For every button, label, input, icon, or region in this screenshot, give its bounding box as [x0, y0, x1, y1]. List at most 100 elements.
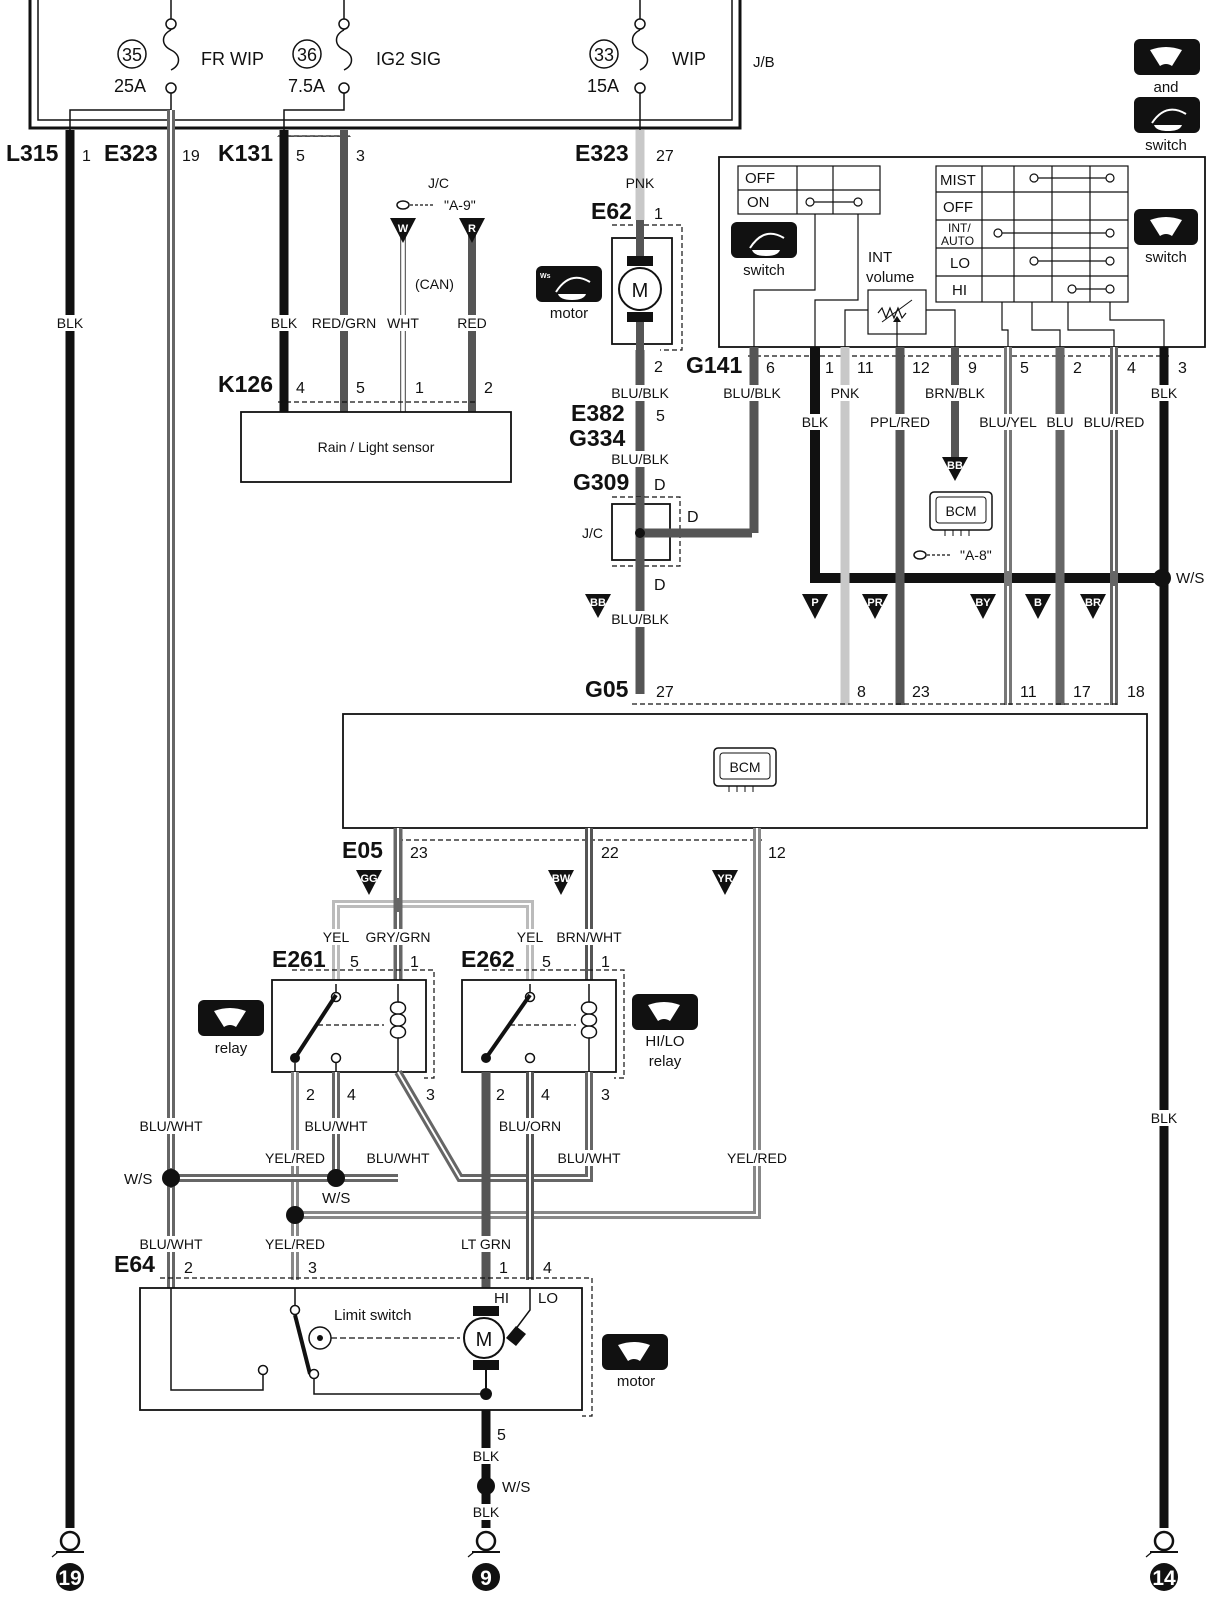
pin-jc-d-bottom: D — [654, 577, 666, 594]
can-label: (CAN) — [415, 276, 454, 292]
splice-label-mid: W/S — [322, 1190, 350, 1207]
motor-lo-label: LO — [538, 1290, 558, 1307]
pin-e05-22: 22 — [601, 845, 619, 862]
pin-e262-5: 5 — [542, 954, 551, 971]
jc-label: J/C — [582, 525, 603, 541]
fuse-35-name: FR WIP — [201, 49, 264, 69]
badge-bb-1: BB — [590, 597, 606, 609]
pin-g141-1: 1 — [825, 360, 834, 377]
bcm-ref-code: "A-8" — [960, 547, 992, 563]
ground-14: 14 — [1145, 1530, 1178, 1591]
connector-e323-19: E323 — [104, 140, 158, 166]
ground-19-label: 19 — [58, 1567, 81, 1590]
connector-e323-27: E323 — [575, 140, 629, 166]
wire-label-brn-blk: BRN/BLK — [925, 385, 986, 401]
washer-motor: M — [611, 220, 683, 360]
wire-label-pnk-g141: PNK — [831, 385, 860, 401]
junction-block: J/B — [28, 0, 775, 130]
pin-g141-3: 3 — [1178, 360, 1187, 377]
badge-bw: BW — [552, 873, 571, 885]
joint-connector: J/C D D — [582, 496, 752, 594]
connector-l315: L315 — [6, 140, 59, 166]
fuse-33-number: 33 — [594, 45, 614, 65]
connector-g334: G334 — [569, 425, 625, 451]
jc-can-reference: J/C "A-9" W R (CAN) — [390, 175, 485, 292]
pin-e05-12: 12 — [768, 845, 786, 862]
junction-block-label: J/B — [753, 54, 775, 71]
wire-label-blk-motor-2: BLK — [473, 1504, 500, 1520]
pin-g141-9: 9 — [968, 360, 977, 377]
pin-g05-18: 18 — [1127, 684, 1145, 701]
pin-l315-1: 1 — [82, 148, 91, 165]
fuse-36: 36 7.5A IG2 SIG — [288, 0, 441, 96]
pin-e62-2: 2 — [654, 359, 663, 376]
wire-label-blu: BLU — [1046, 414, 1073, 430]
pin-e261-1: 1 — [410, 954, 419, 971]
wiper-row-int: INT/ — [948, 221, 971, 235]
wire-label-pnk: PNK — [626, 175, 655, 191]
badge-b: B — [1034, 597, 1042, 609]
wire-label-blu-orn: BLU/ORN — [499, 1118, 561, 1134]
fuse-36-rating: 7.5A — [288, 76, 325, 96]
connector-g309: G309 — [573, 469, 629, 495]
int-volume-label-2: volume — [866, 269, 914, 286]
badge-r: R — [468, 223, 476, 235]
rain-light-sensor: K126 4 5 1 2 Rain / Light sensor — [218, 371, 512, 483]
pin-e64-1: 1 — [499, 1260, 508, 1277]
wire-label-blu-wht-3: BLU/WHT — [367, 1150, 430, 1166]
pin-e62-1: 1 — [654, 206, 663, 223]
pin-k131-3: 3 — [356, 148, 365, 165]
wire-label-yel-red-2: YEL/RED — [727, 1150, 787, 1166]
pin-g141-12: 12 — [912, 360, 930, 377]
pin-k131-5: 5 — [296, 148, 305, 165]
wiper-row-auto: AUTO — [941, 234, 974, 248]
pin-g309-d: D — [654, 477, 666, 494]
wire-label-brn-wht: BRN/WHT — [556, 929, 622, 945]
wire-label-yel-2: YEL — [517, 929, 544, 945]
fuse-36-number: 36 — [297, 45, 317, 65]
badge-yr: YR — [717, 873, 732, 885]
fuse-36-name: IG2 SIG — [376, 49, 441, 69]
rain-sensor-label: Rain / Light sensor — [318, 439, 435, 455]
badge-p: P — [811, 597, 818, 609]
washer-row-off: OFF — [745, 170, 775, 187]
connector-g141: G141 — [686, 352, 742, 378]
pin-g141-2: 2 — [1073, 360, 1082, 377]
relay-e261: E261 5 1 2 4 3 relay — [198, 946, 435, 1104]
connector-k131: K131 — [218, 140, 273, 166]
wire-label-red: RED — [457, 315, 487, 331]
pin-e64-2: 2 — [184, 1260, 193, 1277]
bcm-reference: BCM "A-8" — [913, 491, 993, 563]
wiper-row-mist: MIST — [940, 172, 976, 189]
pin-e382-5: 5 — [656, 408, 665, 425]
wire-label-blu-blk-1: BLU/BLK — [611, 385, 669, 401]
switch-caption-and: and — [1153, 79, 1178, 96]
pin-g05-23: 23 — [912, 684, 930, 701]
pin-e262-3: 3 — [601, 1087, 610, 1104]
connector-e382: E382 — [571, 400, 625, 426]
pin-g141-4: 4 — [1127, 360, 1136, 377]
washer-motor-caption: motor — [550, 305, 588, 322]
washer-motor-symbol: M — [632, 280, 649, 302]
wiper-row-hi: HI — [952, 282, 967, 299]
wiper-switch-label: switch — [1145, 249, 1187, 266]
wire-label-blk-g141-3b: BLK — [1151, 1110, 1178, 1126]
jc-ref-label: J/C — [428, 175, 449, 191]
pin-e64-3: 3 — [308, 1260, 317, 1277]
pin-e261-4: 4 — [347, 1087, 356, 1104]
pin-jc-d-right: D — [687, 509, 699, 526]
pin-e262-1: 1 — [601, 954, 610, 971]
pin-g05-27: 27 — [656, 684, 674, 701]
jc-ref-code: "A-9" — [444, 197, 476, 213]
pin-g05-17: 17 — [1073, 684, 1091, 701]
connector-k126: K126 — [218, 371, 273, 397]
pin-g141-6: 6 — [766, 360, 775, 377]
splice-ws-motor — [477, 1477, 495, 1495]
pin-g141-5: 5 — [1020, 360, 1029, 377]
ws-badge-text: Ws — [540, 273, 551, 280]
wire-label-blu-blk-g141: BLU/BLK — [723, 385, 781, 401]
pin-e262-4: 4 — [541, 1087, 550, 1104]
splice-label-motor: W/S — [502, 1479, 530, 1496]
splice-label-left: W/S — [124, 1171, 152, 1188]
wiper-motor-symbol: M — [476, 1329, 493, 1351]
